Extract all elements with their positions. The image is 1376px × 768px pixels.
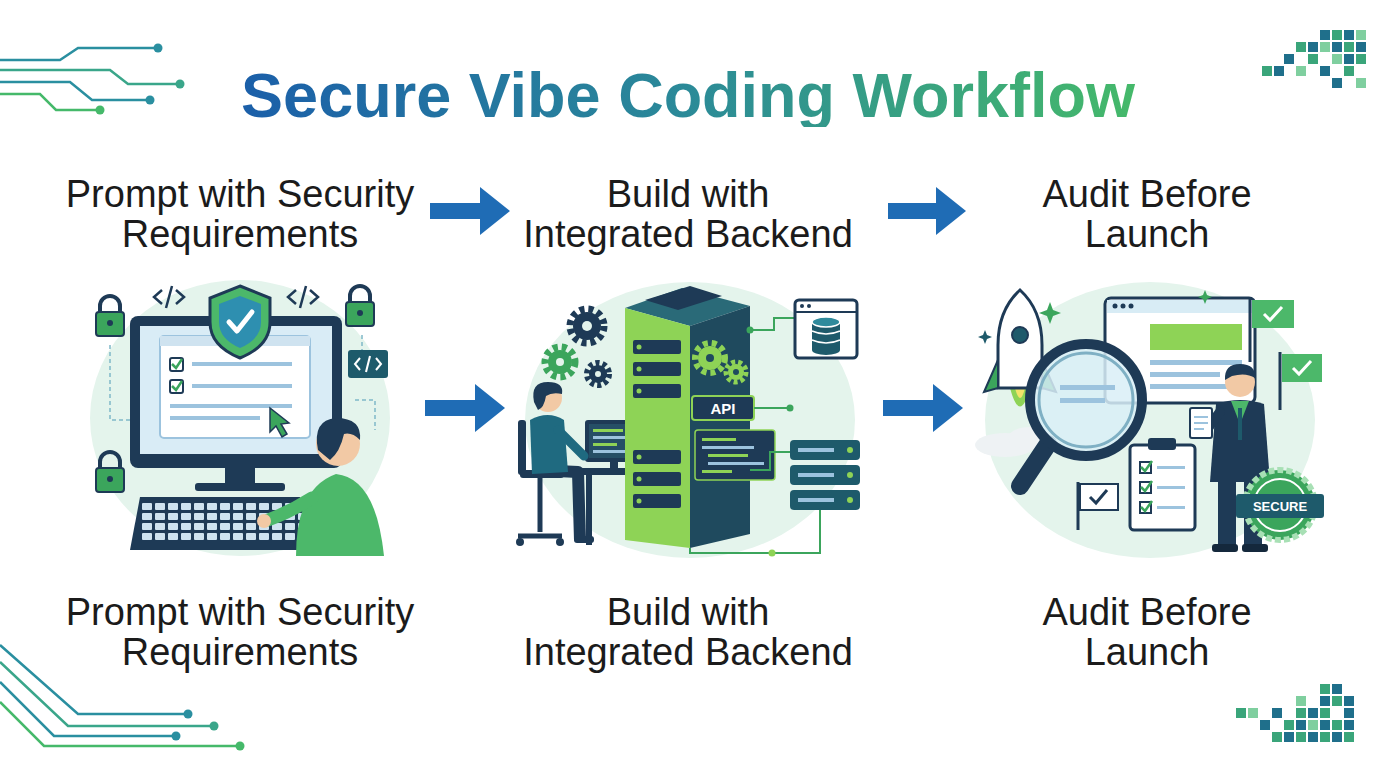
step-label: Audit Before Launch — [978, 592, 1316, 672]
pixel-decoration — [1236, 684, 1354, 742]
flow-arrow — [888, 187, 966, 235]
workflow-step: Audit Before LaunchAudit Before Launch — [967, 165, 1327, 675]
badge-text: SECURE — [1253, 499, 1307, 514]
step-label: Prompt with Security Requirements — [58, 174, 423, 254]
flow-arrow — [430, 187, 510, 235]
diagram-title: Secure Vibe Coding Workflow — [241, 64, 1135, 127]
flow-arrow — [425, 384, 505, 432]
pixel-decoration — [1262, 30, 1366, 88]
circuit-decoration — [0, 44, 185, 115]
api-tag: API — [710, 400, 735, 417]
step-label: Build with Integrated Backend — [519, 174, 857, 254]
workflow-step: Prompt with Security RequirementsPrompt … — [55, 165, 425, 675]
flow-arrow — [883, 384, 963, 432]
step-label: Prompt with Security Requirements — [58, 592, 423, 672]
prompt-illustration — [90, 280, 390, 556]
backend-illustration — [516, 282, 860, 558]
workflow-step: Build with Integrated BackendBuild with … — [510, 165, 866, 675]
step-label: Audit Before Launch — [978, 174, 1316, 254]
audit-illustration — [975, 282, 1324, 558]
step-label: Build with Integrated Backend — [519, 592, 857, 672]
